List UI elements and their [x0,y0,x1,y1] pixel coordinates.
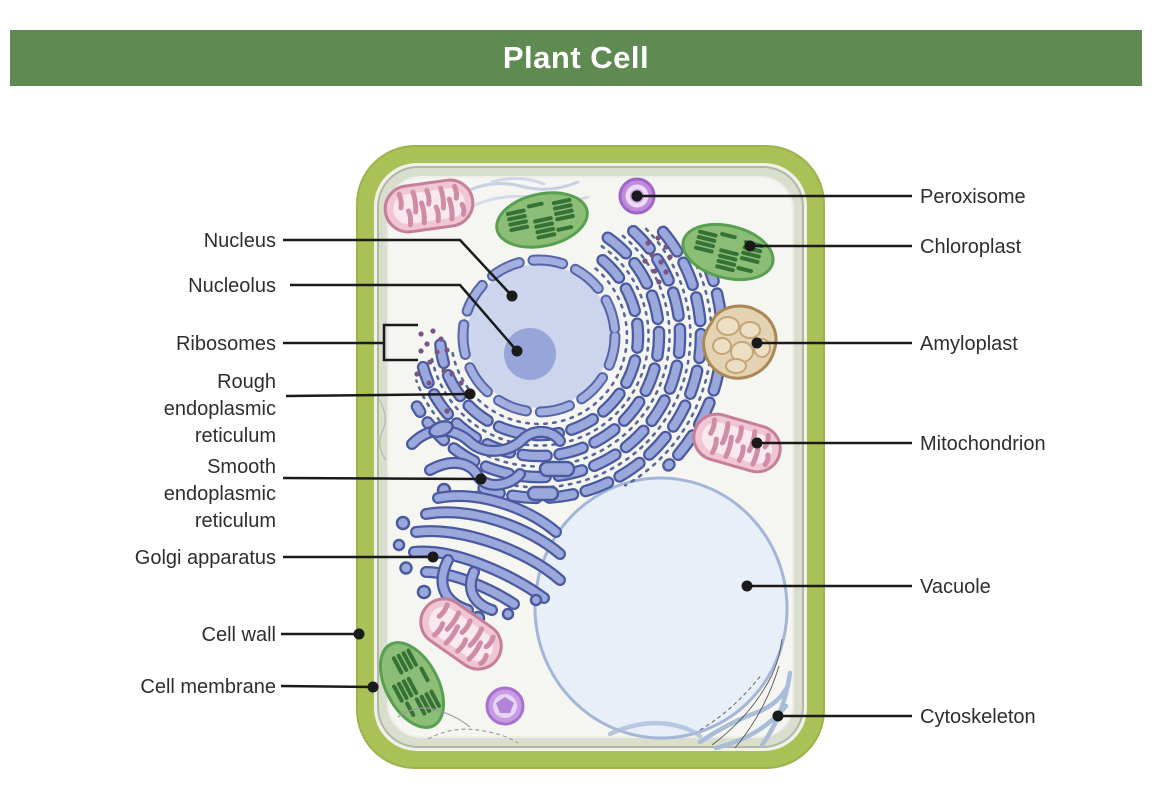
golgi-apparatus [392,490,566,626]
svg-text:Peroxisome: Peroxisome [920,186,1026,208]
svg-text:Amyloplast: Amyloplast [920,333,1018,355]
label-ribosomes: Ribosomes [176,323,418,362]
svg-text:Nucleus: Nucleus [204,230,276,252]
svg-text:Vacuole: Vacuole [920,576,991,598]
vacuole [533,476,789,740]
svg-text:reticulum: reticulum [195,425,276,447]
label-golgi: Golgi apparatus [135,547,439,569]
svg-text:Cell membrane: Cell membrane [140,676,276,698]
svg-text:endoplasmic: endoplasmic [164,398,276,420]
label-cell-membrane: Cell membrane [140,676,379,698]
label-peroxisome: Peroxisome [631,186,1026,208]
svg-text:Cell wall: Cell wall [202,624,276,646]
label-amyloplast: Amyloplast [751,333,1018,355]
amyloplast [702,304,778,380]
svg-text:Ribosomes: Ribosomes [176,333,276,355]
label-chloroplast: Chloroplast [744,236,1022,258]
label-nucleolus: Nucleolus [188,275,523,357]
svg-text:endoplasmic: endoplasmic [164,483,276,505]
vesicle [485,686,525,726]
svg-text:Mitochondrion: Mitochondrion [920,433,1046,455]
svg-text:Nucleolus: Nucleolus [188,275,276,297]
label-vacuole: Vacuole [741,576,991,598]
nucleus [457,254,621,418]
svg-text:reticulum: reticulum [195,510,276,532]
page-title: Plant Cell [502,40,650,75]
label-mitochondrion: Mitochondrion [751,433,1046,455]
nucleolus [504,328,556,380]
label-nucleus: Nucleus [204,230,518,302]
svg-text:Smooth: Smooth [207,456,276,478]
svg-text:Chloroplast: Chloroplast [920,236,1022,258]
label-rough-er: Rough endoplasmic reticulum [164,371,476,447]
label-cell-wall: Cell wall [202,624,365,646]
cytoskeleton-strand [377,397,387,461]
ribosomes [414,235,673,414]
svg-text:Rough: Rough [217,371,276,393]
labels-right: Peroxisome Chloroplast Amyloplast Mitoch… [631,186,1046,728]
labels-left: Nucleus Nucleolus Ribosomes Rough endopl… [135,230,523,698]
ribosomes-bracket [382,323,418,362]
label-cytoskeleton: Cytoskeleton [772,706,1036,728]
svg-text:Golgi apparatus: Golgi apparatus [135,547,276,569]
label-smooth-er: Smooth endoplasmic reticulum [164,456,487,532]
svg-text:Cytoskeleton: Cytoskeleton [920,706,1036,728]
cytoskeleton [397,638,793,751]
title-bar: Plant Cell [10,30,1142,86]
